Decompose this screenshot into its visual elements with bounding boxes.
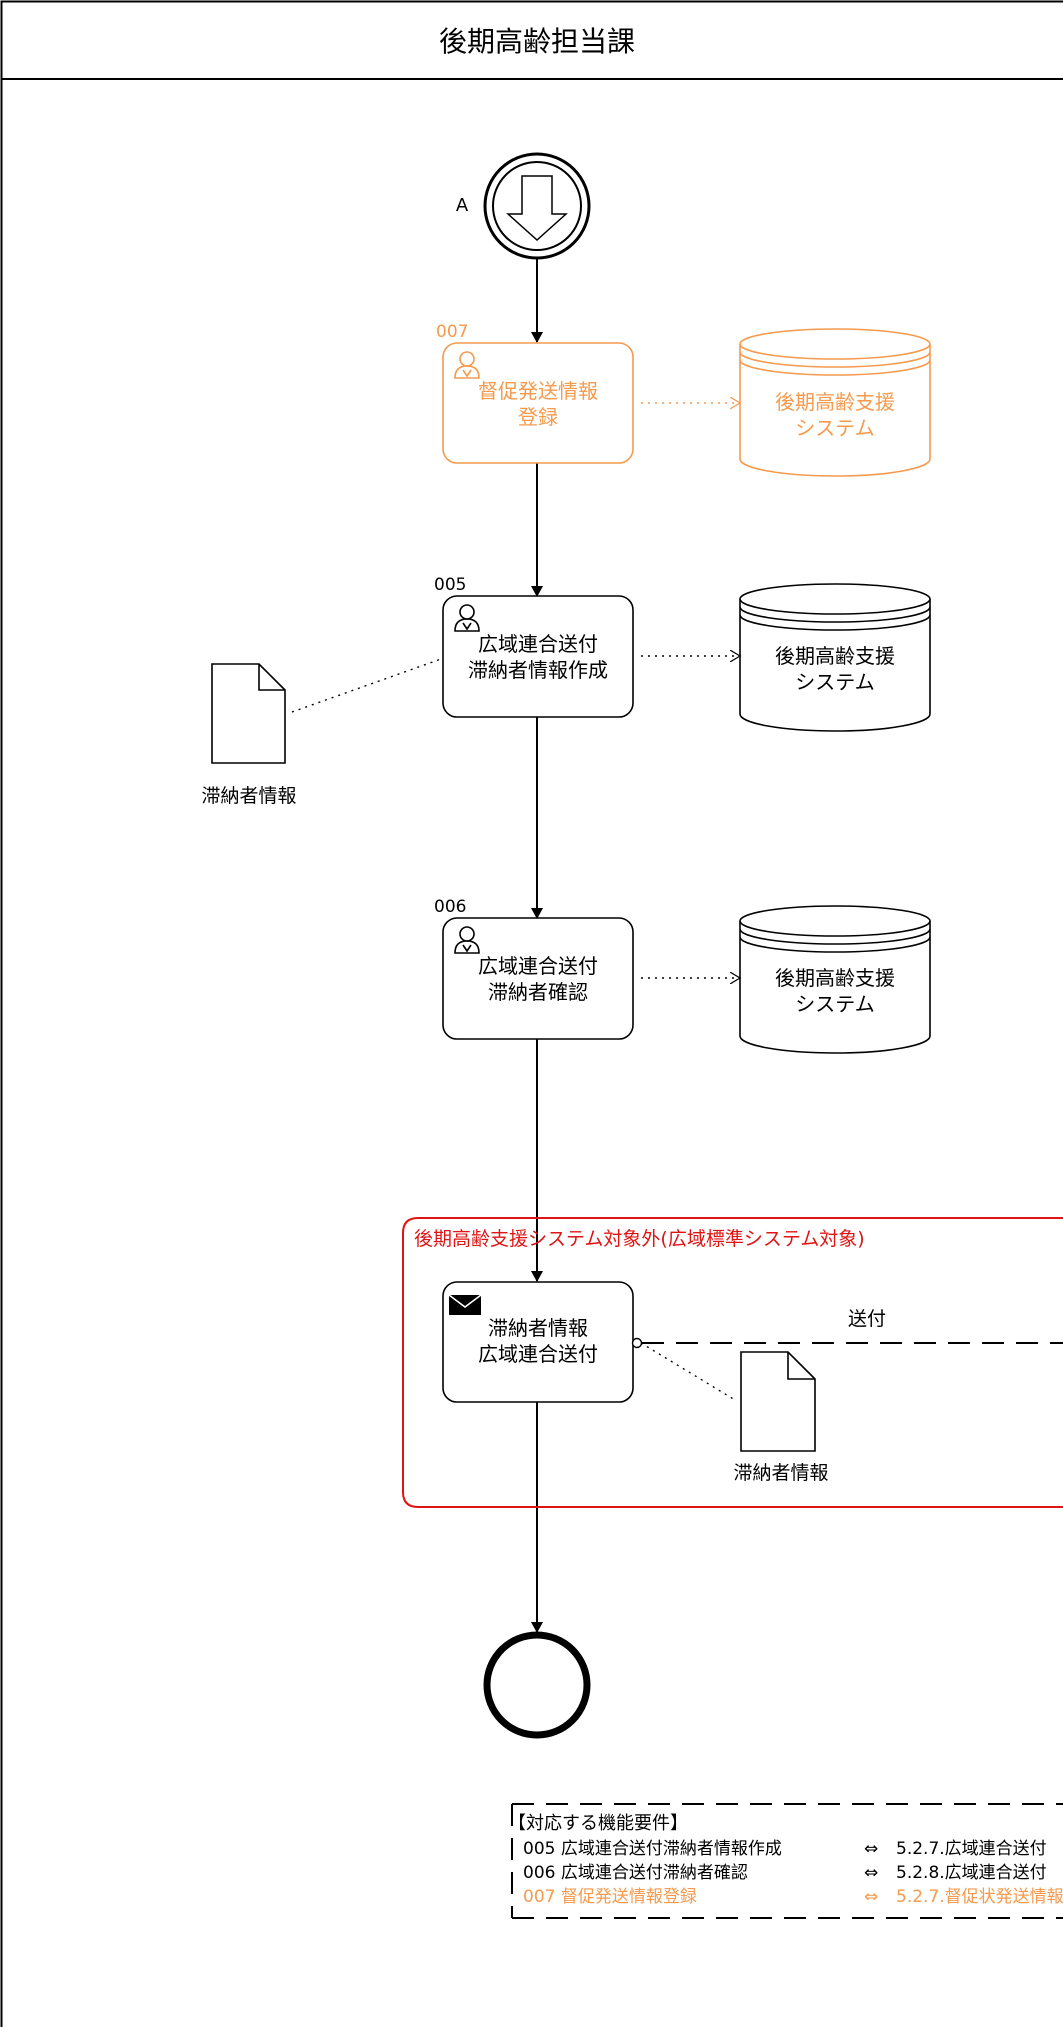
data-store-label-line1: 後期高齢支援 <box>775 966 895 990</box>
data-store-label-line2: システム <box>795 992 874 1016</box>
task-005[interactable]: 005 広域連合送付 滞納者情報作成 <box>434 575 634 718</box>
task-label-line1: 広域連合送付 <box>478 632 598 656</box>
data-store-label-line2: システム <box>795 416 874 440</box>
data-store-label-line1: 後期高齢支援 <box>775 390 895 414</box>
task-label-line1: 広域連合送付 <box>478 954 598 978</box>
data-store-label-line2: システム <box>795 670 874 694</box>
legend-row-right: 5.2.8.広域連合送付 <box>896 1863 1047 1883</box>
document-label: 滞納者情報 <box>201 785 296 807</box>
legend-header: 【対応する機能要件】 <box>508 1813 688 1834</box>
data-store-2[interactable]: 後期高齢支援 システム <box>739 583 931 732</box>
end-event[interactable] <box>483 1631 591 1739</box>
group-label: 後期高齢支援システム対象外(広域標準システム対象) <box>414 1228 865 1250</box>
task-006[interactable]: 006 広域連合送付 滞納者確認 <box>434 897 634 1040</box>
requirements-legend: 【対応する機能要件】 005 広域連合送付滞納者情報作成 ⇔ 5.2.7.広域連… <box>508 1803 1063 1919</box>
document-1[interactable]: 滞納者情報 <box>201 663 297 807</box>
message-flow: 送付 <box>631 1308 1063 1349</box>
data-store-3[interactable]: 後期高齢支援 システム <box>739 905 931 1054</box>
arrow-down-icon <box>506 175 568 242</box>
legend-row-arrow: ⇔ <box>864 1863 878 1883</box>
legend-row-left: 005 広域連合送付滞納者情報作成 <box>523 1839 782 1859</box>
task-label-line1: 滞納者情報 <box>488 1316 588 1340</box>
start-event-label: A <box>456 195 469 216</box>
document-label: 滞納者情報 <box>733 1462 828 1484</box>
user-icon <box>454 351 480 379</box>
user-icon <box>454 926 480 954</box>
task-label-line2: 滞納者情報作成 <box>468 658 608 682</box>
legend-row-right: 5.2.7.督促状発送情報 <box>896 1887 1063 1907</box>
legend-row-left: 007 督促発送情報登録 <box>523 1887 697 1907</box>
group-out-of-scope: 後期高齢支援システム対象外(広域標準システム対象) <box>402 1217 1063 1508</box>
task-label-line2: 広域連合送付 <box>478 1342 598 1366</box>
legend-row-arrow: ⇔ <box>864 1839 878 1859</box>
task-label-line1: 督促発送情報 <box>478 379 598 403</box>
lane-title: 後期高齢担当課 <box>439 25 635 58</box>
document-2[interactable]: 滞納者情報 <box>733 1351 829 1484</box>
legend-row-right: 5.2.7.広域連合送付 <box>896 1839 1047 1859</box>
task-label-line2: 滞納者確認 <box>488 980 588 1004</box>
task-send[interactable]: 滞納者情報 広域連合送付 <box>442 1281 634 1403</box>
envelope-icon <box>448 1294 482 1315</box>
data-associations <box>291 403 740 1401</box>
data-store-label-line1: 後期高齢支援 <box>775 644 895 668</box>
task-id: 005 <box>434 575 466 595</box>
start-event-a[interactable]: A <box>456 152 591 260</box>
legend-row-arrow: ⇔ <box>864 1887 878 1907</box>
data-store-1[interactable]: 後期高齢支援 システム <box>739 328 931 477</box>
legend-row-left: 006 広域連合送付滞納者確認 <box>523 1863 748 1883</box>
task-id: 006 <box>434 897 466 917</box>
task-label-line2: 登録 <box>518 405 558 429</box>
task-007[interactable]: 007 督促発送情報 登録 <box>436 322 634 464</box>
message-flow-label: 送付 <box>848 1308 886 1330</box>
user-icon <box>454 604 480 632</box>
task-id: 007 <box>436 322 468 342</box>
